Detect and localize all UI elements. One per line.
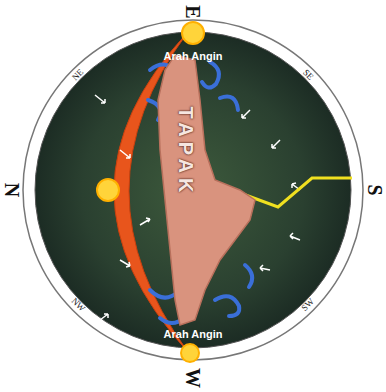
compass-ring [23, 20, 363, 360]
compass-west: W [183, 368, 203, 388]
island-outline [150, 52, 262, 332]
compass-south: S [365, 184, 385, 195]
site-name: TAPAK [176, 107, 196, 198]
island-site: TAPAK [150, 52, 262, 332]
compass-north: N [2, 183, 22, 197]
sun-rise [182, 22, 204, 44]
island-shape [158, 55, 255, 325]
sun-noon [97, 179, 119, 201]
sun-set [181, 344, 199, 362]
wind-label: Arah Angin [164, 329, 223, 340]
site-ground [35, 32, 351, 348]
wind-label: Arah Angin [164, 51, 223, 62]
compass-east: E [183, 5, 203, 18]
